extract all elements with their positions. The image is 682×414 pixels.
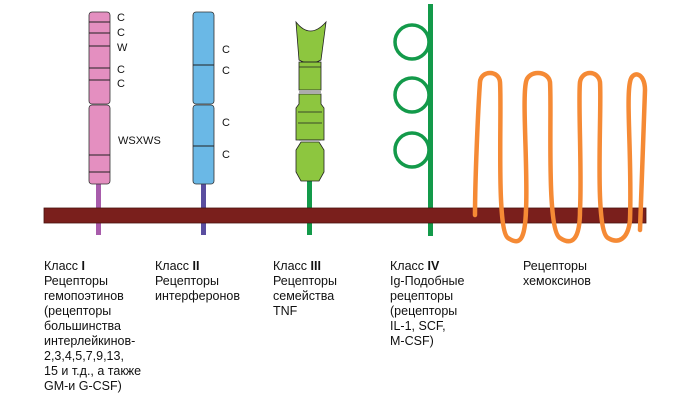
class-3-line: семейства <box>273 289 335 303</box>
class-1-label: Класс I Рецепторы гемопоэтинов (рецептор… <box>44 259 141 394</box>
class-2-motif-c2: C <box>222 65 230 77</box>
class-4-ig-loop-2 <box>393 76 431 114</box>
class-4-title-prefix: Класс <box>390 259 425 273</box>
class-1-lower-domain <box>88 104 111 185</box>
class-3-stem <box>307 180 312 235</box>
class-4-ig-loop-1 <box>393 23 431 61</box>
class-3-top-domain <box>295 20 327 64</box>
class-1-upper-domain <box>88 11 111 105</box>
class-2-motif-c3: C <box>222 117 230 129</box>
class-1-line: 15 и т.д., а также <box>44 364 142 378</box>
class-4-ig-loop-3 <box>393 131 431 169</box>
class-1-line: гемопоэтинов <box>44 289 124 303</box>
class-2-receptor: C C C C <box>192 11 230 235</box>
class-3-title-prefix: Класс <box>273 259 308 273</box>
class-2-upper-domain <box>192 11 215 105</box>
chemokine-line: Рецепторы <box>523 259 587 273</box>
class-1-motif-c3: C <box>117 64 125 76</box>
class-1-line: большинства <box>44 319 121 333</box>
class-3-domain-2 <box>298 61 322 91</box>
class-1-line: Рецепторы <box>44 274 108 288</box>
class-4-label: Класс IV Ig-Подобные рецепторы (рецептор… <box>390 259 465 349</box>
class-1-motif-wsxws: WSXWS <box>118 135 161 147</box>
class-4-numeral: IV <box>427 259 440 273</box>
class-1-line: (рецепторы <box>44 304 112 318</box>
class-4-line: (рецепторы <box>390 304 458 318</box>
class-3-line: TNF <box>273 304 298 318</box>
class-4-line: рецепторы <box>390 289 454 303</box>
class-1-motif-c2: C <box>117 27 125 39</box>
class-2-line: интерферонов <box>155 289 241 303</box>
class-1-title-prefix: Класс <box>44 259 79 273</box>
chemokine-label: Рецепторы хемоксинов <box>523 259 591 289</box>
class-1-line: 2,3,4,5,7,9,13, <box>44 349 124 363</box>
class-3-receptor <box>295 20 327 235</box>
class-2-title-prefix: Класс <box>155 259 190 273</box>
class-3-domain-3 <box>295 93 325 141</box>
class-1-motif-c1: C <box>117 12 125 24</box>
chemokine-receptor-serpentine <box>472 70 648 244</box>
class-4-stem <box>428 4 433 236</box>
class-3-line: Рецепторы <box>273 274 337 288</box>
class-2-line: Рецепторы <box>155 274 219 288</box>
class-4-line: M-CSF) <box>390 334 434 348</box>
class-1-motif-w: W <box>117 42 128 54</box>
class-2-numeral: II <box>192 259 200 273</box>
class-2-motif-c4: C <box>222 149 230 161</box>
class-1-numeral: I <box>81 259 85 273</box>
class-1-line: интерлейкинов- <box>44 334 136 348</box>
class-3-numeral: III <box>310 259 321 273</box>
class-4-line: IL-1, SCF, <box>390 319 446 333</box>
class-1-motif-c4: C <box>117 78 125 90</box>
class-1-receptor: C C W C C WSXWS <box>88 11 161 235</box>
class-4-receptor <box>393 4 433 236</box>
class-3-label: Класс III Рецепторы семейства TNF <box>273 259 337 319</box>
class-3-domain-4 <box>295 141 325 182</box>
class-1-line: GM-и G-CSF) <box>44 379 122 393</box>
class-2-label: Класс II Рецепторы интерферонов <box>155 259 240 304</box>
class-4-line: Ig-Подобные <box>390 274 465 288</box>
cell-membrane <box>43 207 647 224</box>
class-2-motif-c1: C <box>222 44 230 56</box>
class-2-lower-domain <box>192 104 215 185</box>
chemokine-line: хемоксинов <box>523 274 591 288</box>
